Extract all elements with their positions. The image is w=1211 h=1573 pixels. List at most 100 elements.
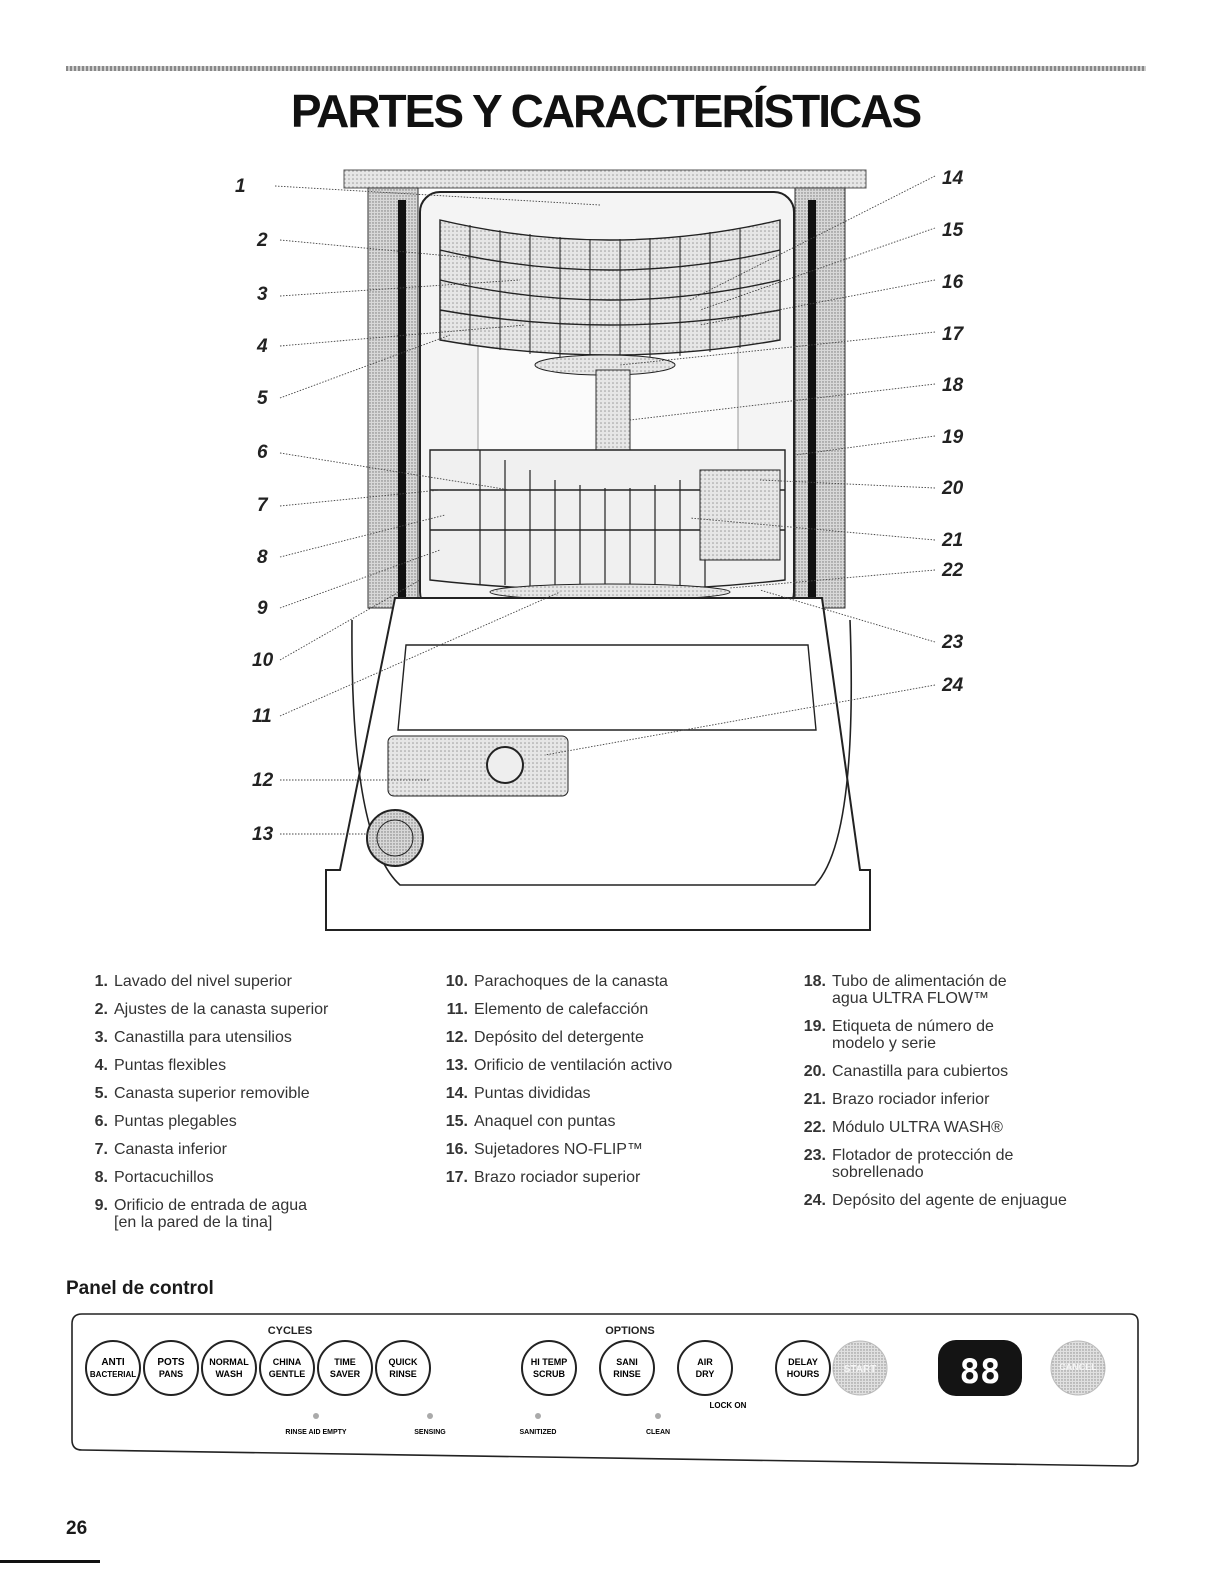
parts-list-col1: 1. Lavado del nivel superior 2. Ajustes de… [80,968,410,1237]
button-line2: BACTERIAL [90,1370,136,1379]
callout-13: 13 [252,824,274,845]
list-item: 1. Lavado del nivel superior [80,968,410,996]
cancel-button[interactable]: CANCEL [1050,1340,1106,1396]
part-number: 22. [803,1119,826,1136]
part-label: Brazo rociador superior [474,1169,641,1186]
page-title: PARTES Y CARACTERÍSTICAS [290,85,922,137]
part-number: 12. [445,1029,468,1046]
list-item: 12.Depósito del detergente [440,1024,770,1052]
part-number: 19. [803,1018,826,1035]
list-item: 15. Anaquel con puntas [440,1108,770,1136]
callout-23: 23 [942,632,964,653]
list-item: 23.Flotador de protección de sobrellenad… [798,1142,1138,1187]
callout-8: 8 [257,547,268,568]
part-label: Orificio de ventilación activo [474,1057,673,1074]
china-gentle-button[interactable]: CHINA GENTLE [259,1340,315,1396]
callout-12: 12 [252,770,274,791]
quick-rinse-button[interactable]: QUICK RINSE [375,1340,431,1396]
list-item: 17.Brazo rociador superior [440,1164,770,1192]
callout-6: 6 [257,442,268,463]
part-number: 1. [94,973,108,990]
list-item: 10. Parachoques de la canasta [440,968,770,996]
normal-wash-button[interactable]: NORMAL WASH [201,1340,257,1396]
time-saver-button[interactable]: TIME SAVER [317,1340,373,1396]
list-item: 3.Canastilla para utensilios [80,1024,410,1052]
part-number: 3. [94,1029,108,1046]
part-number: 18. [803,973,826,990]
list-item: 8. Portacuchillos [80,1164,410,1192]
part-number: 6. [94,1113,108,1130]
part-number: 20. [803,1063,826,1080]
part-label: Etiqueta de número de modelo y serie [832,1018,994,1052]
button-line2: PANS [159,1369,183,1379]
callout-22: 22 [942,560,964,581]
button-line1: POTS [157,1357,185,1368]
delay-hours-button[interactable]: DELAY HOURS [775,1340,831,1396]
button-line2: RINSE [389,1369,417,1379]
start-button[interactable]: START [832,1340,888,1396]
callout-10: 10 [252,650,274,671]
part-number: 8. [94,1169,108,1186]
part-label: Portacuchillos [114,1169,214,1186]
indicator-sanitized: SANITIZED [520,1429,557,1436]
part-label: Canastilla para cubiertos [832,1063,1009,1080]
part-number: 21. [803,1091,826,1108]
list-item: 4.Puntas flexibles [80,1052,410,1080]
lock-on-label: LOCK ON [710,1401,747,1410]
callout-21: 21 [942,530,964,551]
callout-20: 20 [942,478,964,499]
pots-pans-button[interactable]: POTS PANS [143,1340,199,1396]
callout-5: 5 [257,388,268,409]
list-item: 11.Elemento de calefacción [440,996,770,1024]
list-item: 6. Puntas plegables [80,1108,410,1136]
button-line1: ANTI [101,1357,125,1368]
part-label: Canasta superior removible [114,1085,310,1102]
button-line2: RINSE [613,1369,641,1379]
cycle-buttons: ANTI BACTERIAL POTS PANS NORMAL WASH CHI… [85,1340,431,1396]
button-line1: NORMAL [209,1357,249,1367]
button-line1: CHINA [273,1357,302,1367]
part-label: Tubo de alimentación de agua ULTRA FLOW™ [832,973,1007,1007]
part-number: 15. [445,1113,468,1130]
callout-2: 2 [257,230,268,251]
callout-11: 11 [252,706,272,727]
list-item: 21.Brazo rociador inferior [798,1086,1138,1114]
part-label: Anaquel con puntas [474,1113,616,1130]
bottom-rule [0,1560,100,1563]
parts-list-col3: 18. Tubo de alimentación de agua ULTRA FL… [798,968,1138,1215]
callout-18: 18 [942,375,964,396]
part-number: 2. [94,1001,108,1018]
start-label: START [844,1364,877,1375]
air-dry-button[interactable]: AIR DRY [677,1340,733,1396]
display-value: 88 [960,1352,1001,1392]
hi-temp-scrub-button[interactable]: HI TEMP SCRUB [521,1340,577,1396]
callout-15: 15 [942,220,964,241]
callout-17: 17 [942,324,964,345]
part-number: 10. [445,973,468,990]
list-item: 24.Depósito del agente de enjuague [798,1187,1138,1215]
list-item: 20. Canastilla para cubiertos [798,1058,1138,1086]
anti-bacterial-button[interactable]: ANTI BACTERIAL [85,1340,141,1396]
list-item: 16.Sujetadores NO-FLIP™ [440,1136,770,1164]
list-item: 2. Ajustes de la canasta superior [80,996,410,1024]
callout-4: 4 [257,336,268,357]
part-label: Puntas flexibles [114,1057,227,1074]
part-number: 7. [94,1141,108,1158]
part-label: Parachoques de la canasta [474,973,668,990]
list-item: 7. Canasta inferior [80,1136,410,1164]
callout-14: 14 [942,168,964,189]
top-rule [66,66,1146,71]
control-panel-heading: Panel de control [66,1278,214,1299]
part-label: Puntas plegables [114,1113,237,1130]
part-label: Ajustes de la canasta superior [114,1001,329,1018]
part-label: Canasta inferior [114,1141,227,1158]
part-label: Depósito del agente de enjuague [832,1192,1067,1209]
parts-list-col2: 10. Parachoques de la canasta 11.Elemento… [440,968,770,1192]
indicator-clean: CLEAN [646,1429,670,1436]
part-label: Flotador de protección de sobrellenado [832,1147,1014,1181]
part-label: Lavado del nivel superior [114,973,292,990]
button-line2: SAVER [330,1369,361,1379]
cycles-label: CYCLES [268,1325,313,1337]
sani-rinse-button[interactable]: SANI RINSE [599,1340,655,1396]
dishwasher-diagram: 1 2 3 4 5 6 7 8 9 10 11 12 13 14 15 16 1… [0,150,1211,940]
